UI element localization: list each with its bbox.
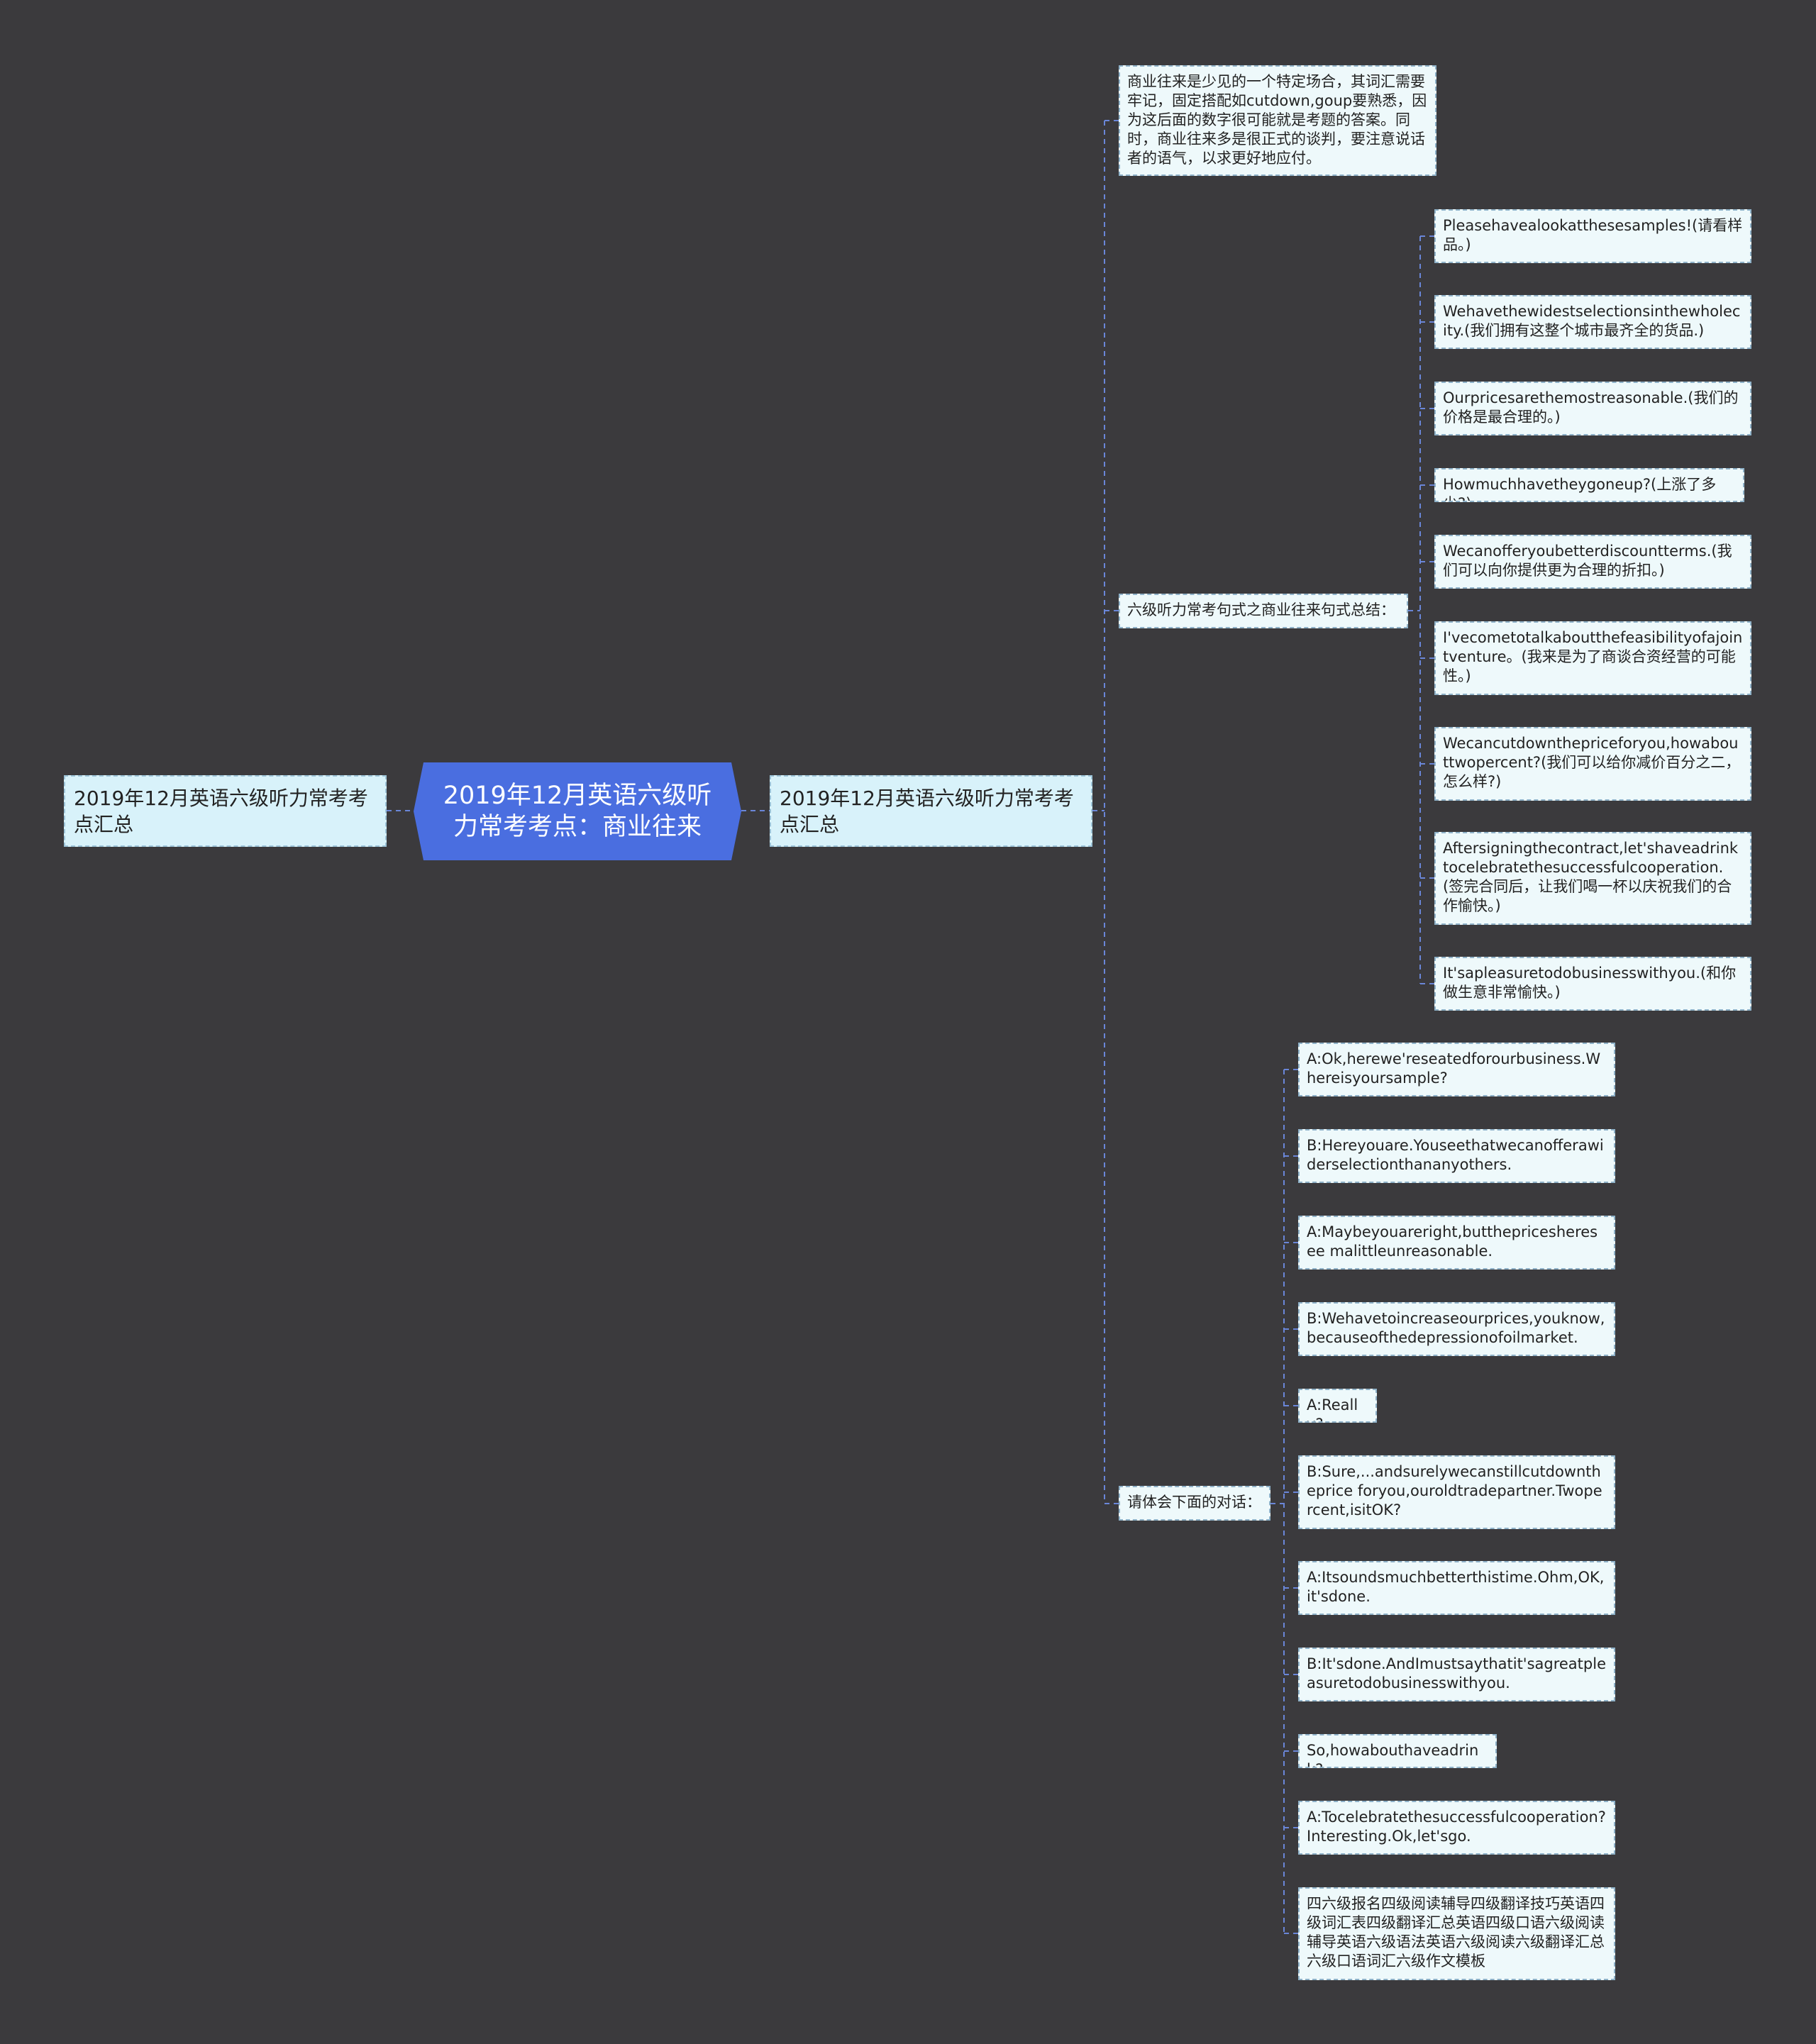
sentence-item[interactable]: Howmuchhavetheygoneup?(上涨了多少?) — [1434, 468, 1744, 502]
dialogue-text: A:Ok,herewe'reseatedforourbusiness.Where… — [1307, 1050, 1601, 1087]
dialogue-text: 四六级报名四级阅读辅导四级翻译技巧英语四级词汇表四级翻译汇总英语四级口语六级阅读… — [1307, 1895, 1605, 1970]
left-branch-label: 2019年12月英语六级听力常考考点汇总 — [74, 787, 368, 836]
sentence-item[interactable]: I'vecometotalkaboutthefeasibilityofajoin… — [1434, 621, 1751, 695]
dialogue-line[interactable]: A:Ok,herewe'reseatedforourbusiness.Where… — [1298, 1043, 1615, 1096]
intro-text: 商业往来是少见的一个特定场合，其词汇需要牢记，固定搭配如cutdown,goup… — [1127, 73, 1427, 167]
intro-node[interactable]: 商业往来是少见的一个特定场合，其词汇需要牢记，固定搭配如cutdown,goup… — [1119, 65, 1436, 176]
dialogue-text: B:Wehavetoincreaseourprices,youknow,beca… — [1307, 1310, 1605, 1346]
dialogue-group-node[interactable]: 请体会下面的对话： — [1119, 1486, 1270, 1521]
dialogue-text: A:Maybeyouareright,butthepricesheresee m… — [1307, 1223, 1598, 1260]
dialogue-line[interactable]: 四六级报名四级阅读辅导四级翻译技巧英语四级词汇表四级翻译汇总英语四级口语六级阅读… — [1298, 1887, 1615, 1980]
dialogue-line[interactable]: B:Wehavetoincreaseourprices,youknow,beca… — [1298, 1302, 1615, 1356]
sentence-item[interactable]: Wecanofferyoubetterdiscountterms.(我们可以向你… — [1434, 535, 1751, 589]
sentence-text: Ourpricesarethemostreasonable.(我们的价格是最合理… — [1443, 389, 1739, 426]
sentence-text: I'vecometotalkaboutthefeasibilityofajoin… — [1443, 629, 1743, 684]
dialogue-line[interactable]: A:Maybeyouareright,butthepricesheresee m… — [1298, 1216, 1615, 1270]
root-node[interactable]: 2019年12月英语六级听力常考考点：商业往来 — [414, 762, 741, 860]
dialogue-line[interactable]: So,howabouthaveadrink? — [1298, 1734, 1497, 1768]
dialogue-text: A:Tocelebratethesuccessfulcooperation?In… — [1307, 1809, 1606, 1845]
root-shape — [414, 762, 741, 860]
dialogue-text: B:Sure,...andsurelywecanstillcutdownthep… — [1307, 1463, 1602, 1518]
sentence-item[interactable]: Aftersigningthecontract,let'shaveadrinkt… — [1434, 832, 1751, 925]
sentence-item[interactable]: Wehavethewidestselectionsinthewholecity.… — [1434, 295, 1751, 349]
root-title: 2019年12月英语六级听力常考考点：商业往来 — [443, 782, 712, 841]
dialogue-line[interactable]: A:Tocelebratethesuccessfulcooperation?In… — [1298, 1801, 1615, 1855]
dialogue-text: B:It'sdone.AndImustsaythatit'sagreatplea… — [1307, 1655, 1606, 1692]
sentence-item[interactable]: Wecancutdownthepriceforyou,howabouttwope… — [1434, 727, 1751, 801]
sentences-group-label: 六级听力常考句式之商业往来句式总结： — [1127, 601, 1395, 618]
dialogue-line[interactable]: B:It'sdone.AndImustsaythatit'sagreatplea… — [1298, 1648, 1615, 1701]
sentence-text: Howmuchhavetheygoneup?(上涨了多少?) — [1443, 476, 1717, 501]
dialogue-line[interactable]: A:Itsoundsmuchbetterthistime.Ohm,OK,it's… — [1298, 1561, 1615, 1615]
sentence-item[interactable]: Pleasehavealookatthesesamples!(请看样品。) — [1434, 209, 1751, 263]
sentence-text: Aftersigningthecontract,let'shaveadrinkt… — [1443, 840, 1739, 914]
dialogue-text: B:Hereyouare.Youseethatwecanofferawiders… — [1307, 1137, 1604, 1173]
sentence-text: Wehavethewidestselectionsinthewholecity.… — [1443, 303, 1741, 339]
dialogue-group-label: 请体会下面的对话： — [1127, 1494, 1261, 1511]
right-branch-label: 2019年12月英语六级听力常考考点汇总 — [780, 787, 1074, 836]
dialogue-line[interactable]: B:Hereyouare.Youseethatwecanofferawiders… — [1298, 1129, 1615, 1183]
sentence-text: It'sapleasuretodobusinesswithyou.(和你做生意非… — [1443, 965, 1737, 1001]
sentence-item[interactable]: It'sapleasuretodobusinesswithyou.(和你做生意非… — [1434, 957, 1751, 1011]
left-branch-node[interactable]: 2019年12月英语六级听力常考考点汇总 — [64, 775, 387, 847]
sentence-text: Wecancutdownthepriceforyou,howabouttwope… — [1443, 735, 1741, 790]
sentences-group-node[interactable]: 六级听力常考句式之商业往来句式总结： — [1119, 594, 1408, 628]
dialogue-text: A:Itsoundsmuchbetterthistime.Ohm,OK,it's… — [1307, 1569, 1605, 1605]
sentence-text: Pleasehavealookatthesesamples!(请看样品。) — [1443, 217, 1743, 253]
sentence-item[interactable]: Ourpricesarethemostreasonable.(我们的价格是最合理… — [1434, 382, 1751, 435]
dialogue-line[interactable]: A:Really? — [1298, 1389, 1377, 1423]
dialogue-line[interactable]: B:Sure,...andsurelywecanstillcutdownthep… — [1298, 1455, 1615, 1529]
sentence-text: Wecanofferyoubetterdiscountterms.(我们可以向你… — [1443, 543, 1732, 579]
right-branch-node[interactable]: 2019年12月英语六级听力常考考点汇总 — [770, 775, 1092, 847]
dialogue-text: A:Really? — [1307, 1396, 1358, 1421]
dialogue-text: So,howabouthaveadrink? — [1307, 1742, 1479, 1767]
